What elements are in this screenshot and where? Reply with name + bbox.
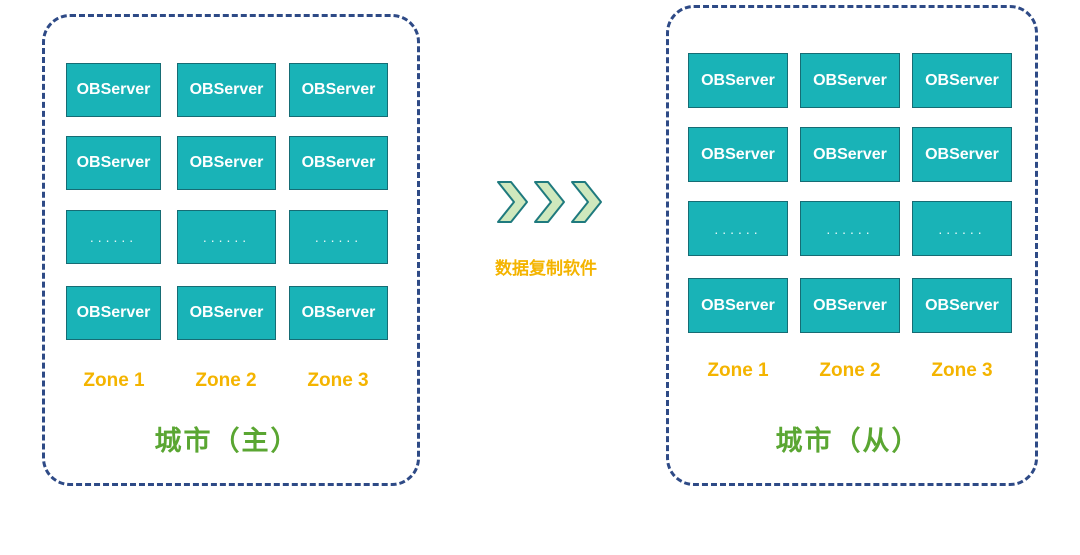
server-node: OBServer xyxy=(688,127,788,182)
server-node: OBServer xyxy=(289,63,388,117)
chevron-right-icon xyxy=(497,181,528,223)
server-placeholder: ...... xyxy=(688,201,788,256)
server-node: OBServer xyxy=(800,278,900,333)
city-title-secondary: 城市（从） xyxy=(775,426,921,456)
server-node: OBServer xyxy=(177,286,276,340)
zone-label: Zone 2 xyxy=(195,370,257,391)
zone-label: Zone 3 xyxy=(307,370,369,391)
zone-label: Zone 2 xyxy=(819,360,881,381)
city-secondary-container xyxy=(666,5,1038,486)
server-node: OBServer xyxy=(66,286,161,340)
server-node: OBServer xyxy=(177,63,276,117)
server-node: OBServer xyxy=(912,127,1012,182)
server-node: OBServer xyxy=(688,278,788,333)
server-placeholder: ...... xyxy=(289,210,388,264)
replication-arrows xyxy=(497,181,602,223)
server-placeholder: ...... xyxy=(66,210,161,264)
city-primary-container xyxy=(42,14,420,486)
server-placeholder: ...... xyxy=(912,201,1012,256)
server-node: OBServer xyxy=(289,286,388,340)
zone-label: Zone 3 xyxy=(931,360,993,381)
chevron-right-icon xyxy=(571,181,602,223)
server-node: OBServer xyxy=(912,53,1012,108)
chevron-right-icon xyxy=(534,181,565,223)
server-placeholder: ...... xyxy=(177,210,276,264)
city-title-primary: 城市（主） xyxy=(154,426,300,456)
server-node: OBServer xyxy=(177,136,276,190)
zone-label: Zone 1 xyxy=(83,370,145,391)
zone-label: Zone 1 xyxy=(707,360,769,381)
server-node: OBServer xyxy=(800,127,900,182)
server-node: OBServer xyxy=(688,53,788,108)
server-node: OBServer xyxy=(289,136,388,190)
server-node: OBServer xyxy=(800,53,900,108)
server-node: OBServer xyxy=(66,63,161,117)
server-placeholder: ...... xyxy=(800,201,900,256)
server-node: OBServer xyxy=(912,278,1012,333)
server-node: OBServer xyxy=(66,136,161,190)
replication-software-label: 数据复制软件 xyxy=(495,259,597,279)
